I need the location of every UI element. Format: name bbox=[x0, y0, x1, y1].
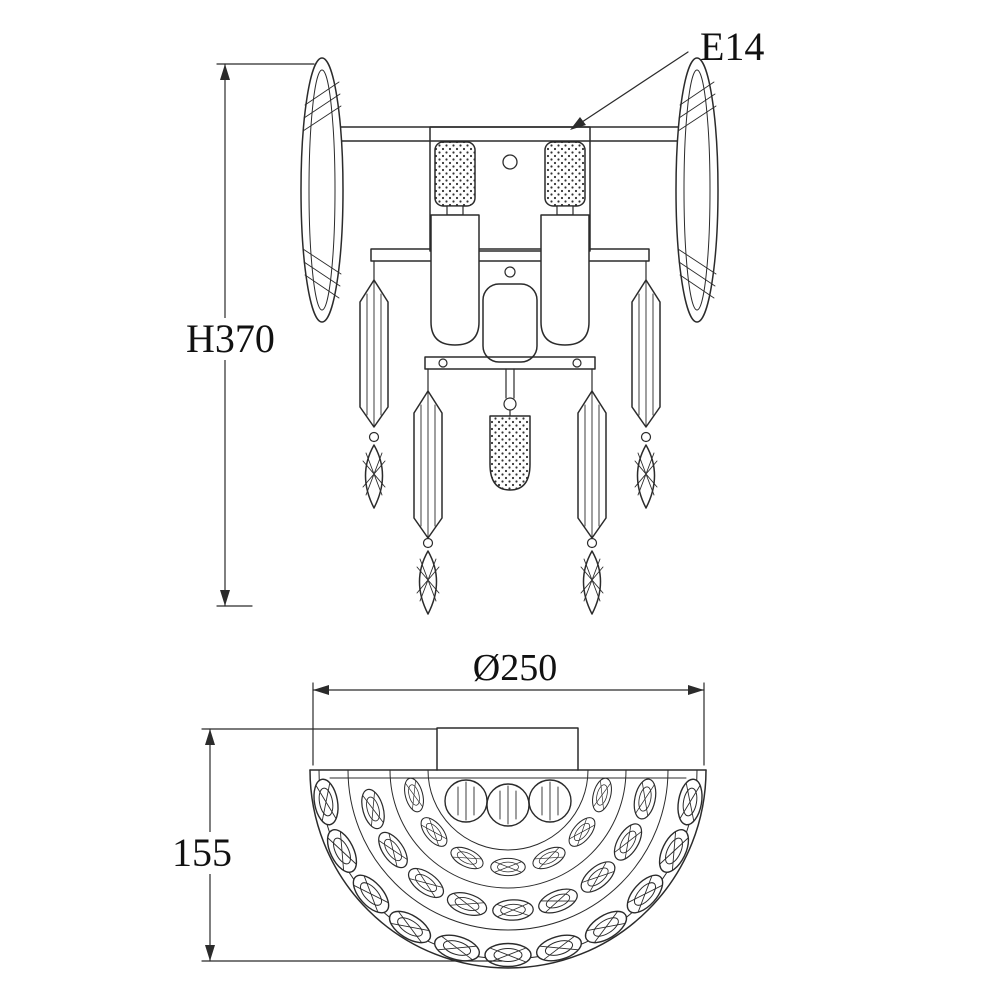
back-plate bbox=[429, 126, 591, 252]
candle-tube-right bbox=[540, 214, 590, 346]
height-label: H370 bbox=[186, 316, 275, 361]
drop-inner-left bbox=[416, 537, 440, 615]
bottom-bulb-right bbox=[528, 779, 572, 823]
socket-callout: E14 bbox=[570, 24, 764, 130]
tier-3-bar bbox=[424, 356, 596, 370]
prism-inner-left bbox=[413, 390, 443, 539]
center-column bbox=[482, 283, 538, 363]
bottom-bulbs bbox=[444, 779, 572, 827]
drop-inner-right bbox=[580, 537, 604, 615]
side-crystal-right bbox=[675, 57, 719, 323]
socket-label: E14 bbox=[700, 24, 764, 69]
bulb-right bbox=[544, 141, 586, 216]
candle-tube-left bbox=[430, 214, 480, 346]
drop-outer-right bbox=[634, 431, 658, 509]
drop-outer-left bbox=[362, 431, 386, 509]
prism-inner-right bbox=[577, 390, 607, 539]
bulb-left bbox=[434, 141, 476, 216]
hanging-stems bbox=[373, 260, 647, 392]
bracket-outline bbox=[436, 727, 579, 771]
tier-2-bar bbox=[370, 248, 650, 262]
diameter-label: Ø250 bbox=[473, 647, 557, 689]
depth-dimension: 155 bbox=[166, 728, 503, 962]
depth-label: 155 bbox=[172, 830, 232, 875]
front-view: H370 E14 bbox=[180, 24, 764, 615]
center-screw bbox=[504, 266, 516, 278]
bottom-view: Ø250 155 bbox=[166, 647, 707, 969]
height-dimension: H370 bbox=[180, 63, 315, 607]
bottom-bulb-left bbox=[444, 779, 488, 823]
prism-outer-left bbox=[359, 279, 389, 428]
diameter-dimension: Ø250 bbox=[312, 647, 705, 766]
mounting-bar bbox=[321, 126, 698, 142]
mounting-hole bbox=[502, 154, 518, 170]
side-crystal-left bbox=[300, 57, 344, 323]
prism-outer-right bbox=[631, 279, 661, 428]
center-bulb bbox=[489, 368, 531, 491]
bottom-bulb-center bbox=[486, 783, 530, 827]
